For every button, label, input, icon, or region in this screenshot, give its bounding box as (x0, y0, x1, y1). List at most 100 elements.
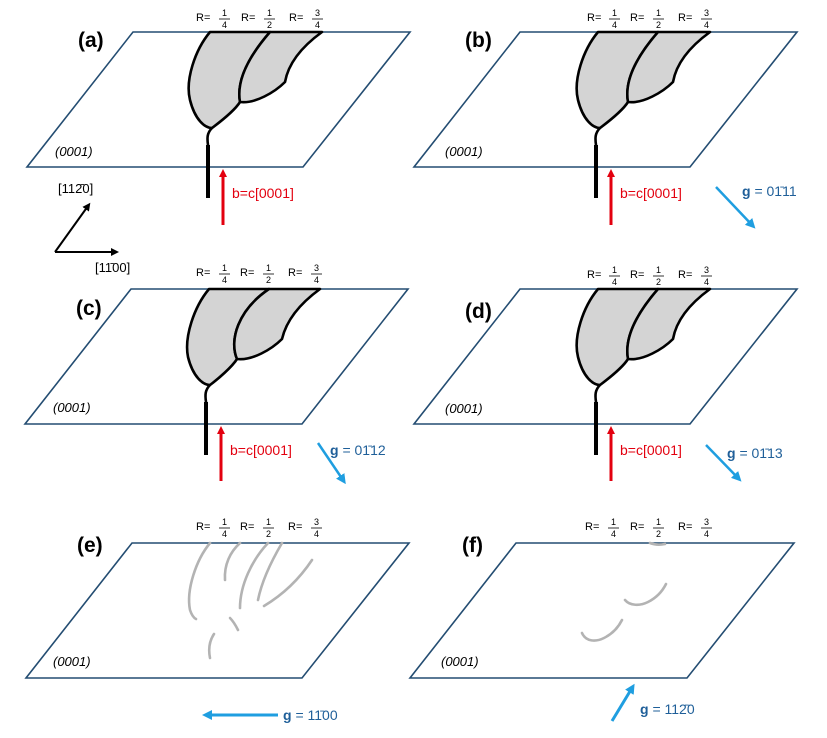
r-den: 4 (314, 529, 319, 539)
svg-text:g = 11̄00: g = 11̄00 (283, 707, 338, 723)
r-prefix: R= (630, 269, 644, 281)
r-den: 4 (704, 20, 709, 30)
plane-label: (0001) (445, 401, 483, 416)
r-num: 3 (704, 8, 709, 18)
basal-plane (24, 542, 411, 679)
svg-text:g = 01̄11: g = 01̄11 (742, 183, 797, 199)
g-vector-arrow (705, 444, 742, 482)
r-num: 3 (314, 517, 319, 527)
panel-a: (a) (0001) b=c[0001] R= 1 4 R= 1 2 R= 3 … (25, 8, 412, 225)
panel-label: (a) (78, 29, 104, 52)
r-labels: R= 1 4 R= 1 2 R= 3 4 (196, 263, 322, 285)
r-labels: R= 1 4 R= 1 2 R= 3 4 (587, 8, 712, 30)
r-den: 2 (266, 529, 271, 539)
r-prefix: R= (630, 12, 644, 24)
r-num: 1 (222, 8, 227, 18)
r-den: 2 (267, 20, 272, 30)
g-vector-arrow (316, 442, 346, 485)
g-symbol: g (330, 442, 339, 458)
r-den: 4 (612, 20, 617, 30)
r-num: 1 (222, 517, 227, 527)
burgers-label: b=c[0001] (230, 442, 292, 458)
partial-dislocation-line (206, 126, 214, 147)
g-symbol: g (640, 701, 649, 717)
residual-dislocation-contrast (580, 541, 668, 642)
plane-label: (0001) (53, 400, 91, 415)
r-num: 1 (266, 263, 271, 273)
r-num: 3 (704, 265, 709, 275)
panel-e: (e) (0001) g = 11̄00 R= 1 4 R= 1 2 R= 3 … (24, 517, 411, 723)
r-prefix: R= (196, 521, 210, 533)
r-den: 4 (612, 277, 617, 287)
r-labels: R= 1 4 R= 1 2 R= 3 4 (196, 517, 322, 539)
g-vector-label: = 112̄0 (652, 701, 694, 717)
panel-label: (e) (77, 534, 103, 557)
stacking-fault-inner (232, 287, 322, 361)
plane-label: (0001) (445, 144, 483, 159)
r-den: 2 (266, 275, 271, 285)
panel-c: (c) (0001) b=c[0001] g = 01̄12 R= 1 4 R=… (23, 263, 410, 485)
panel-label: (b) (465, 29, 492, 52)
partial-dislocation-line (204, 383, 212, 404)
r-num: 1 (267, 8, 272, 18)
stacking-fault-inner (626, 287, 712, 361)
r-num: 3 (704, 517, 709, 527)
panel-label: (c) (76, 297, 102, 320)
g-symbol: g (283, 707, 292, 723)
r-num: 1 (656, 8, 661, 18)
r-prefix: R= (196, 267, 210, 279)
r-prefix: R= (585, 521, 599, 533)
r-den: 4 (315, 20, 320, 30)
svg-text:g = 01̄13: g = 01̄13 (727, 445, 783, 461)
r-prefix: R= (241, 12, 255, 24)
r-num: 1 (266, 517, 271, 527)
panel-label: (f) (462, 534, 483, 557)
faint-dislocation-contrast (187, 541, 314, 660)
r-prefix: R= (288, 267, 302, 279)
panel-d: (d) (0001) b=c[0001] g = 01̄13 R= 1 4 R=… (412, 265, 799, 482)
r-num: 1 (656, 265, 661, 275)
panel-b: (b) (0001) b=c[0001] g = 01̄11 R= 1 4 R=… (412, 8, 799, 229)
r-prefix: R= (196, 12, 210, 24)
r-den: 4 (222, 275, 227, 285)
g-vector-label: = 01̄12 (342, 442, 385, 458)
r-prefix: R= (587, 269, 601, 281)
r-prefix: R= (678, 12, 692, 24)
svg-text:g = 01̄12: g = 01̄12 (330, 442, 386, 458)
r-num: 1 (222, 263, 227, 273)
g-vector-arrow (610, 683, 635, 722)
axis-label-up: [112̄0] (58, 181, 93, 196)
axis-arrow-up (54, 202, 91, 253)
r-prefix: R= (289, 12, 303, 24)
svg-text:g = 112̄0: g = 112̄0 (640, 701, 695, 717)
r-num: 3 (315, 8, 320, 18)
burgers-label: b=c[0001] (620, 185, 682, 201)
r-prefix: R= (288, 521, 302, 533)
direction-axes: [112̄0] [11̄00] (54, 181, 130, 275)
r-prefix: R= (678, 521, 692, 533)
g-vector-label: = 11̄00 (295, 707, 337, 723)
r-prefix: R= (630, 521, 644, 533)
plane-label: (0001) (55, 144, 93, 159)
r-labels: R= 1 4 R= 1 2 R= 3 4 (587, 265, 712, 287)
r-prefix: R= (678, 269, 692, 281)
r-den: 4 (611, 529, 616, 539)
burgers-label: b=c[0001] (232, 185, 294, 201)
partial-dislocation-line (594, 383, 602, 404)
r-num: 1 (612, 8, 617, 18)
axis-label-right: [11̄00] (95, 260, 130, 275)
r-num: 1 (612, 265, 617, 275)
g-vector-label: = 01̄11 (754, 183, 796, 199)
g-vector-label: = 01̄13 (739, 445, 782, 461)
r-num: 3 (314, 263, 319, 273)
r-prefix: R= (587, 12, 601, 24)
r-labels: R= 1 4 R= 1 2 R= 3 4 (196, 8, 323, 30)
r-prefix: R= (240, 521, 254, 533)
panel-f: (f) (0001) g = 112̄0 R= 1 4 R= 1 2 R= 3 … (408, 517, 796, 722)
r-den: 4 (222, 529, 227, 539)
r-den: 4 (222, 20, 227, 30)
g-symbol: g (727, 445, 736, 461)
g-vector-arrow (715, 186, 756, 229)
g-symbol: g (742, 183, 751, 199)
